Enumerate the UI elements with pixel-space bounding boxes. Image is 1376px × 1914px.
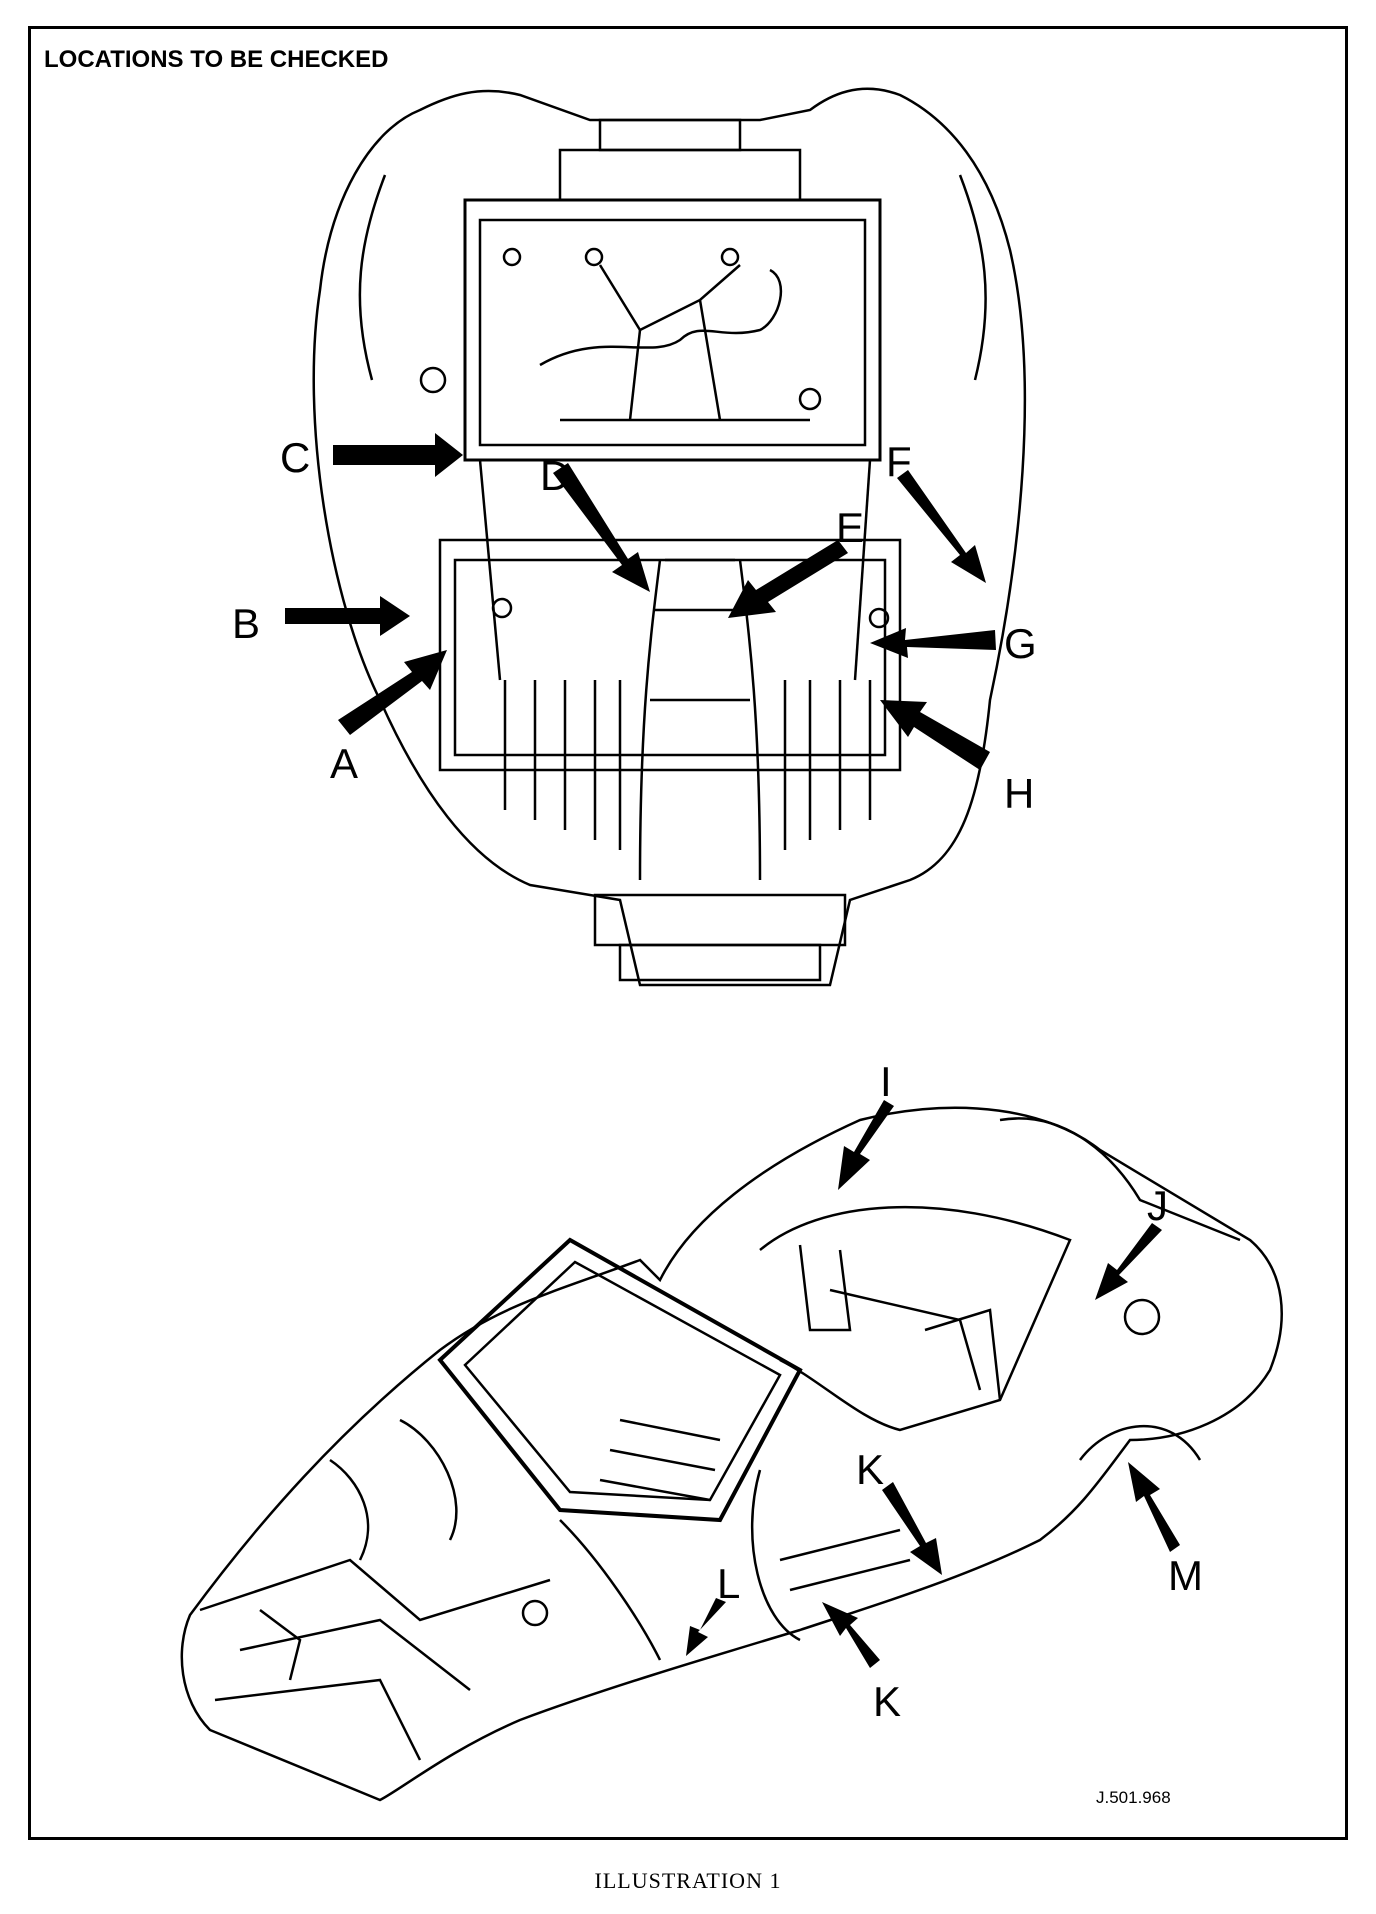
arrow-j xyxy=(1095,1223,1162,1300)
arrow-k-upper xyxy=(882,1482,942,1575)
label-k-upper: K xyxy=(856,1446,884,1493)
arrow-i xyxy=(838,1100,894,1190)
label-f: F xyxy=(886,438,912,485)
body-shell-drawing xyxy=(180,1106,1283,1802)
arrow-m xyxy=(1128,1462,1180,1552)
illustration-frame xyxy=(28,26,1348,1840)
label-a: A xyxy=(330,740,358,787)
label-e: E xyxy=(836,504,864,551)
arrow-b xyxy=(285,596,410,636)
arrow-h xyxy=(880,700,990,770)
arrow-k-lower xyxy=(822,1602,880,1668)
label-i: I xyxy=(880,1058,892,1105)
label-b: B xyxy=(232,600,260,647)
label-g: G xyxy=(1004,620,1037,667)
callout-labels: A B C D E F G H I J K K L M xyxy=(232,434,1203,1725)
label-d: D xyxy=(540,452,570,499)
arrow-d xyxy=(553,463,650,592)
label-l: L xyxy=(717,1560,740,1607)
illustration-caption: ILLUSTRATION 1 xyxy=(594,1868,782,1893)
arrow-c xyxy=(333,433,463,477)
arrow-a xyxy=(338,650,447,735)
arrow-g xyxy=(870,628,996,658)
label-j: J xyxy=(1147,1182,1168,1229)
page-title: LOCATIONS TO BE CHECKED xyxy=(44,46,389,73)
label-c: C xyxy=(280,434,310,481)
label-m: M xyxy=(1168,1552,1203,1599)
label-h: H xyxy=(1004,770,1034,817)
underbody-drawing xyxy=(312,87,1027,987)
drawing-reference-number: J.501.968 xyxy=(1096,1788,1171,1807)
arrow-l xyxy=(686,1598,726,1656)
arrow-f xyxy=(897,470,986,583)
arrow-e xyxy=(728,540,848,618)
callout-arrows xyxy=(285,433,1180,1668)
label-k-lower: K xyxy=(873,1678,901,1725)
